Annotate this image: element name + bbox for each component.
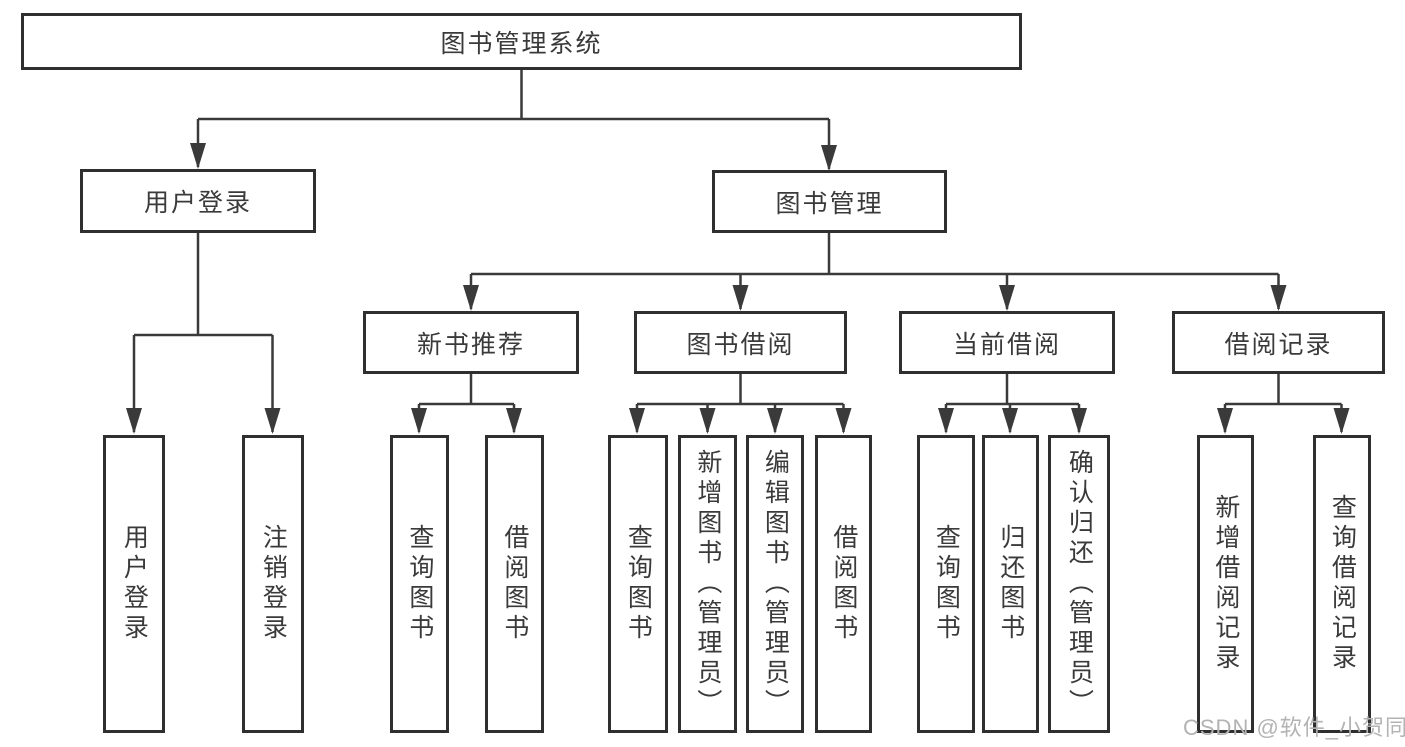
node-library-management-system: 图书管理系统 bbox=[21, 13, 1022, 70]
node-query-books-current: 查询图书 bbox=[917, 435, 975, 733]
node-user-login: 用户登录 bbox=[80, 169, 316, 233]
node-query-borrow-record: 查询借阅记录 bbox=[1313, 435, 1371, 733]
watermark-text: CSDN @软件_小贺同学 bbox=[1183, 715, 1405, 740]
node-return-books: 归还图书 bbox=[982, 435, 1039, 733]
node-logout: 注销登录 bbox=[242, 435, 304, 733]
node-label: 注销登录 bbox=[259, 524, 288, 644]
node-label: 归还图书 bbox=[996, 524, 1025, 644]
node-user-login-leaf: 用户登录 bbox=[103, 435, 165, 733]
node-label: 查询图书 bbox=[624, 524, 653, 644]
node-add-books-admin: 新增图书（管理员） bbox=[678, 435, 737, 733]
node-current-borrowing: 当前借阅 bbox=[899, 311, 1115, 374]
node-query-books-recommend: 查询图书 bbox=[390, 435, 449, 733]
node-book-management: 图书管理 bbox=[712, 170, 947, 233]
node-label: 查询图书 bbox=[932, 524, 961, 644]
node-label: 用户登录 bbox=[120, 524, 149, 644]
node-label: 借阅图书 bbox=[829, 524, 858, 644]
node-book-borrowing: 图书借阅 bbox=[634, 311, 847, 374]
node-label: 新增借阅记录 bbox=[1211, 494, 1240, 674]
node-edit-books-admin: 编辑图书（管理员） bbox=[746, 435, 804, 733]
node-label: 借阅图书 bbox=[500, 524, 529, 644]
node-label: 确认归还（管理员） bbox=[1065, 449, 1094, 719]
node-new-book-recommendation: 新书推荐 bbox=[363, 311, 579, 374]
node-label: 查询图书 bbox=[405, 524, 434, 644]
node-borrow-books-recommend: 借阅图书 bbox=[485, 435, 544, 733]
node-label: 编辑图书（管理员） bbox=[761, 449, 790, 719]
node-query-books-borrow: 查询图书 bbox=[608, 435, 668, 733]
node-borrowing-records: 借阅记录 bbox=[1172, 311, 1385, 374]
node-add-borrow-record: 新增借阅记录 bbox=[1197, 435, 1254, 733]
node-confirm-return-admin: 确认归还（管理员） bbox=[1048, 435, 1110, 733]
node-borrow-books-leaf: 借阅图书 bbox=[815, 435, 872, 733]
node-label: 查询借阅记录 bbox=[1328, 494, 1357, 674]
node-label: 新增图书（管理员） bbox=[693, 449, 722, 719]
